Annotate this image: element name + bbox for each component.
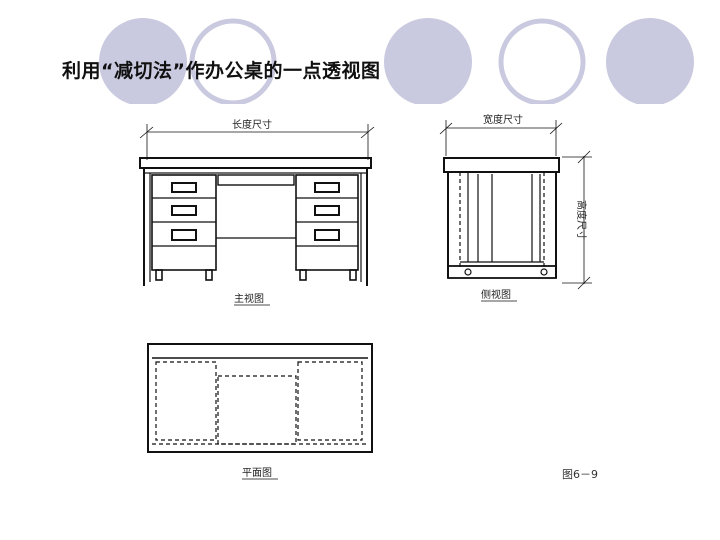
front-view-label: 主视图 [234,292,264,305]
plan-view-label: 平面图 [242,467,272,479]
side-height-dimension [562,150,592,290]
plan-view: 平面图 [147,343,373,480]
circle-ring-2 [498,18,586,106]
side-width-label: 宽度尺寸 [483,113,523,126]
side-height-label: 高度尺寸 [575,200,588,240]
circle-filled-2 [384,18,472,106]
side-width-dimension [439,120,563,156]
side-view: 宽度尺寸 高度尺寸 侧视图 [439,113,592,302]
circle-filled-3 [606,18,694,106]
front-dimension-line [139,124,375,160]
circle-ring-1 [189,18,277,106]
side-view-label: 侧视图 [481,288,511,301]
circle-filled-1 [99,18,187,106]
figure-number: 图6－9 [562,468,598,481]
slide-title: 利用“减切法”作办公桌的一点透视图 [62,60,381,82]
front-dimension-label: 长度尺寸 [232,118,272,131]
decorative-circles [0,18,720,110]
front-view: 长度尺寸 主视图 [139,118,375,306]
